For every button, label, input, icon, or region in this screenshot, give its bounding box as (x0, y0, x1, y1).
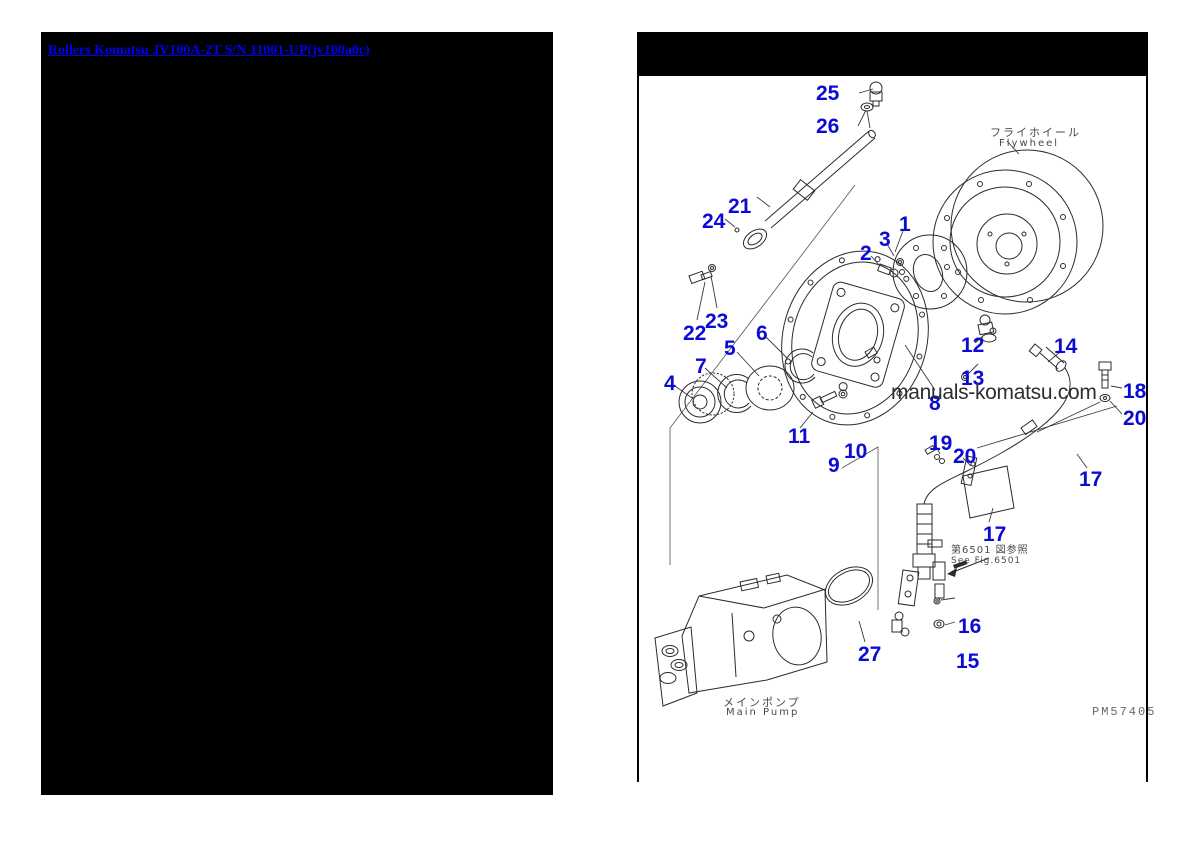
diagram-panel (637, 32, 1148, 782)
ref-fig-label-en: See Fig.6501 (951, 556, 1022, 566)
model-link[interactable]: Rollers Komatsu JV100A-2T S/N 11001-UP(j… (48, 43, 370, 58)
watermark: manuals-komatsu.com (891, 381, 1097, 404)
diagram-panel-header-bar (639, 32, 1146, 76)
figure-code: PM57405 (1092, 705, 1157, 719)
flywheel-label-en: Flywheel (999, 138, 1060, 149)
ref-fig-label-jp: 第6501 図参照 (951, 545, 1029, 556)
left-black-panel: Rollers Komatsu JV100A-2T S/N 11001-UP(j… (41, 32, 553, 795)
main-pump-label-jp: メインポンプ (723, 696, 801, 709)
flywheel-label-jp: フライホイール (990, 126, 1081, 139)
main-pump-label-en: Main Pump (726, 707, 800, 718)
